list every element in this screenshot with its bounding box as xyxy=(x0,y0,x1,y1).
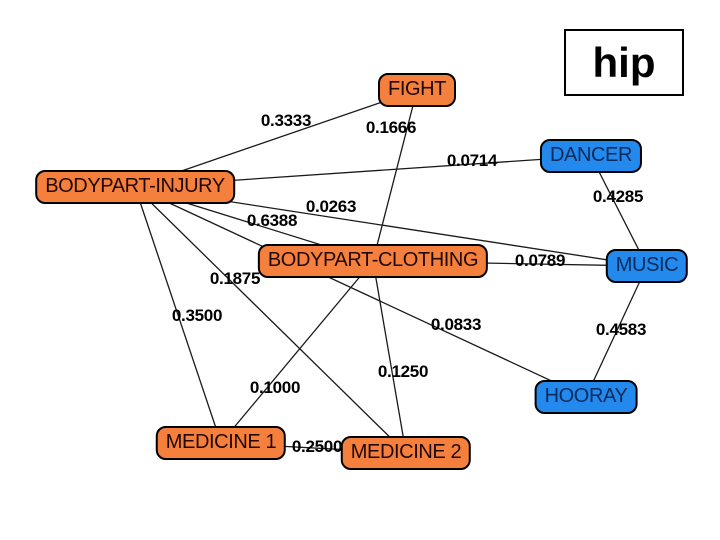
node-bodypart-clothing: BODYPART-CLOTHING xyxy=(257,244,489,278)
edge-weight-bodypart-clothing--music: 0.0789 xyxy=(514,251,566,270)
edge-dancer--music xyxy=(590,155,648,267)
edge-weight-fight--bodypart-clothing: 0.1666 xyxy=(365,118,417,137)
edge-weight-bodypart-injury--music: 0.0263 xyxy=(305,197,357,216)
edge-weight-bodypart-injury--fight: 0.3333 xyxy=(260,111,312,130)
graph-title-box: hip xyxy=(564,29,684,96)
node-music: MUSIC xyxy=(605,249,689,283)
edge-weight-bodypart-injury--medicine-2: 0.1875 xyxy=(209,269,261,288)
edge-bodypart-injury--medicine-1 xyxy=(134,186,222,444)
edge-weight-music--hooray: 0.4583 xyxy=(595,320,647,339)
edge-weight-bodypart-clothing--medicine-2: 0.1250 xyxy=(377,362,429,381)
node-fight: FIGHT xyxy=(378,73,456,107)
node-medicine-1: MEDICINE 1 xyxy=(155,426,287,460)
edge-weight-bodypart-injury--bodypart-clothing: 0.6388 xyxy=(246,211,298,230)
edge-bodypart-clothing--medicine-1 xyxy=(220,260,374,444)
node-hooray: HOORAY xyxy=(534,380,638,414)
node-bodypart-injury: BODYPART-INJURY xyxy=(35,170,235,204)
edge-fight--bodypart-clothing xyxy=(372,89,418,262)
node-medicine-2: MEDICINE 2 xyxy=(340,436,472,470)
edge-weight-medicine-1--medicine-2: 0.2500 xyxy=(291,437,343,456)
edge-weight-bodypart-injury--hooray: 0.0833 xyxy=(430,315,482,334)
edge-bodypart-clothing--medicine-2 xyxy=(372,260,407,454)
edge-weight-dancer--music: 0.4285 xyxy=(592,187,644,206)
edge-weight-bodypart-injury--medicine-1: 0.3500 xyxy=(171,306,223,325)
edge-weight-bodypart-clothing--medicine-1: 0.1000 xyxy=(249,378,301,397)
edge-bodypart-injury--medicine-2 xyxy=(134,186,407,454)
graph-title: hip xyxy=(592,38,656,86)
node-dancer: DANCER xyxy=(539,139,643,173)
edge-weight-bodypart-injury--dancer: 0.0714 xyxy=(446,151,498,170)
edge-music--hooray xyxy=(585,265,648,398)
edge-bodypart-injury--hooray xyxy=(134,186,587,398)
